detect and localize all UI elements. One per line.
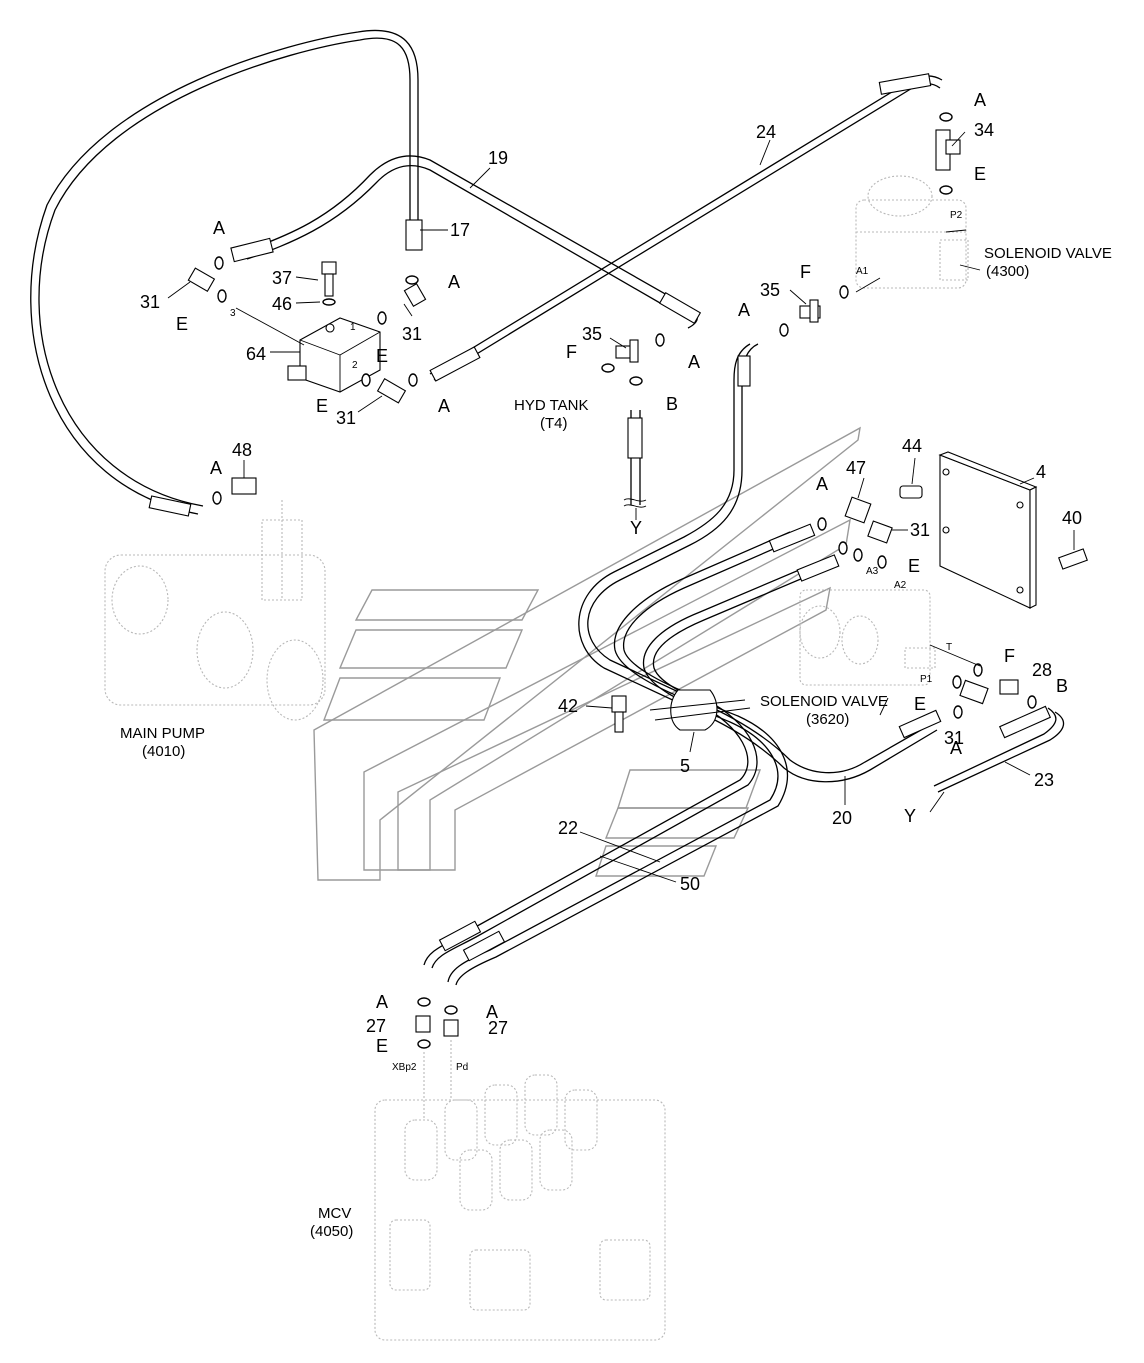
letter-labels: A A A A A A A A A A A E E E E E E E F F … [176,90,1068,1056]
hose-24 [429,75,943,381]
part-4: 4 [1036,462,1046,482]
letter-e-1: E [176,314,188,334]
part-35-a: 35 [760,280,780,300]
part-19: 19 [488,148,508,168]
hose-17 [30,29,419,515]
port-p2: P2 [950,210,963,221]
part-44: 44 [902,436,922,456]
solenoid-valve-3620-title: SOLENOID VALVE [760,693,888,710]
part-37: 37 [272,268,292,288]
letter-y-2: Y [904,806,916,826]
mcv-code: (4050) [310,1223,353,1240]
solenoid-valve-3620-body [799,589,936,686]
block-port-1: 1 [350,322,356,333]
part-34: 34 [974,120,994,140]
plate-4 [938,451,1038,609]
letter-e-7: E [376,1036,388,1056]
letter-e-3: E [316,396,328,416]
bolt-37 [321,261,337,297]
hose-fittings [148,73,1052,962]
letter-a-2: A [448,272,460,292]
block-port-3: 3 [230,308,236,319]
port-xbp2: XBp2 [392,1062,417,1073]
hose-20 [578,343,938,783]
hose-22 [423,531,795,969]
letter-b-1: B [666,394,678,414]
part-17: 17 [450,220,470,240]
letter-a-9: A [950,738,962,758]
letter-f-3: F [1004,646,1015,666]
part-31-e: 31 [944,728,964,748]
part-35-b: 35 [582,324,602,344]
letter-a-4: A [210,458,222,478]
letter-e-5: E [908,556,920,576]
letter-a-5: A [738,300,750,320]
letter-e-2: E [376,346,388,366]
block-port-2: 2 [352,360,358,371]
main-pump-code: (4010) [142,743,185,760]
part-50: 50 [680,874,700,894]
letter-a-8: A [816,474,828,494]
part-labels: 17 19 24 34 37 46 64 31 31 31 31 31 35 3… [140,120,1082,1038]
letter-e-4: E [974,164,986,184]
bolt-42 [611,695,627,733]
part-31-c: 31 [336,408,356,428]
part-23: 23 [1034,770,1054,790]
part-31-b: 31 [402,324,422,344]
part-31-d: 31 [910,520,930,540]
part-5: 5 [680,756,690,776]
hyd-tank-title: HYD TANK [514,397,588,414]
letter-f-2: F [566,342,577,362]
letter-y-1: Y [630,518,642,538]
hyd-tank-code: (T4) [540,415,568,432]
letter-e-6: E [914,694,926,714]
mcv-port-lines [423,1040,452,1120]
letter-a-3: A [438,396,450,416]
letter-a-6: A [688,352,700,372]
letter-a-11: A [486,1002,498,1022]
port-pd: Pd [456,1062,468,1073]
component-captions: SOLENOID VALVE (4300) SOLENOID VALVE (36… [120,245,1112,1240]
part-24: 24 [756,122,776,142]
mcv-title: MCV [318,1205,351,1222]
letter-a-1: A [213,218,225,238]
clamp-5 [649,689,751,731]
fittings [187,129,1088,1037]
part-64: 64 [246,344,266,364]
port-labels: P2 A1 A2 A3 P1 T XBp2 Pd 1 2 3 [230,210,963,1073]
letter-f-1: F [800,262,811,282]
part-42: 42 [558,696,578,716]
part-40: 40 [1062,508,1082,528]
port-a1: A1 [856,266,869,277]
mcv-body [374,1074,666,1341]
part-22: 22 [558,818,578,838]
port-t: T [946,642,952,653]
valve-block-64 [287,317,381,393]
letter-a-7: A [974,90,986,110]
port-p1: P1 [920,674,933,685]
leader-lines [167,131,1075,883]
part-46: 46 [272,294,292,314]
o-rings [212,112,1037,1049]
main-pump-title: MAIN PUMP [120,725,205,742]
solenoid-valve-3620-code: (3620) [806,711,849,728]
part-47: 47 [846,458,866,478]
part-20: 20 [832,808,852,828]
part-27-a: 27 [366,1016,386,1036]
part-27-b: 27 [488,1018,508,1038]
solenoid-valve-4300-body [855,175,969,289]
part-48: 48 [232,440,252,460]
solenoid-valve-4300-title: SOLENOID VALVE [984,245,1112,262]
watermark-logo [313,426,861,881]
port-a2: A2 [894,580,907,591]
solenoid-valve-4300-code: (4300) [986,263,1029,280]
letter-b-2: B [1056,676,1068,696]
letter-a-10: A [376,992,388,1012]
main-pump-body [104,500,326,721]
port-a3: A3 [866,566,879,577]
part-28: 28 [1032,660,1052,680]
hose-23 [933,707,1065,793]
part-31-a: 31 [140,292,160,312]
